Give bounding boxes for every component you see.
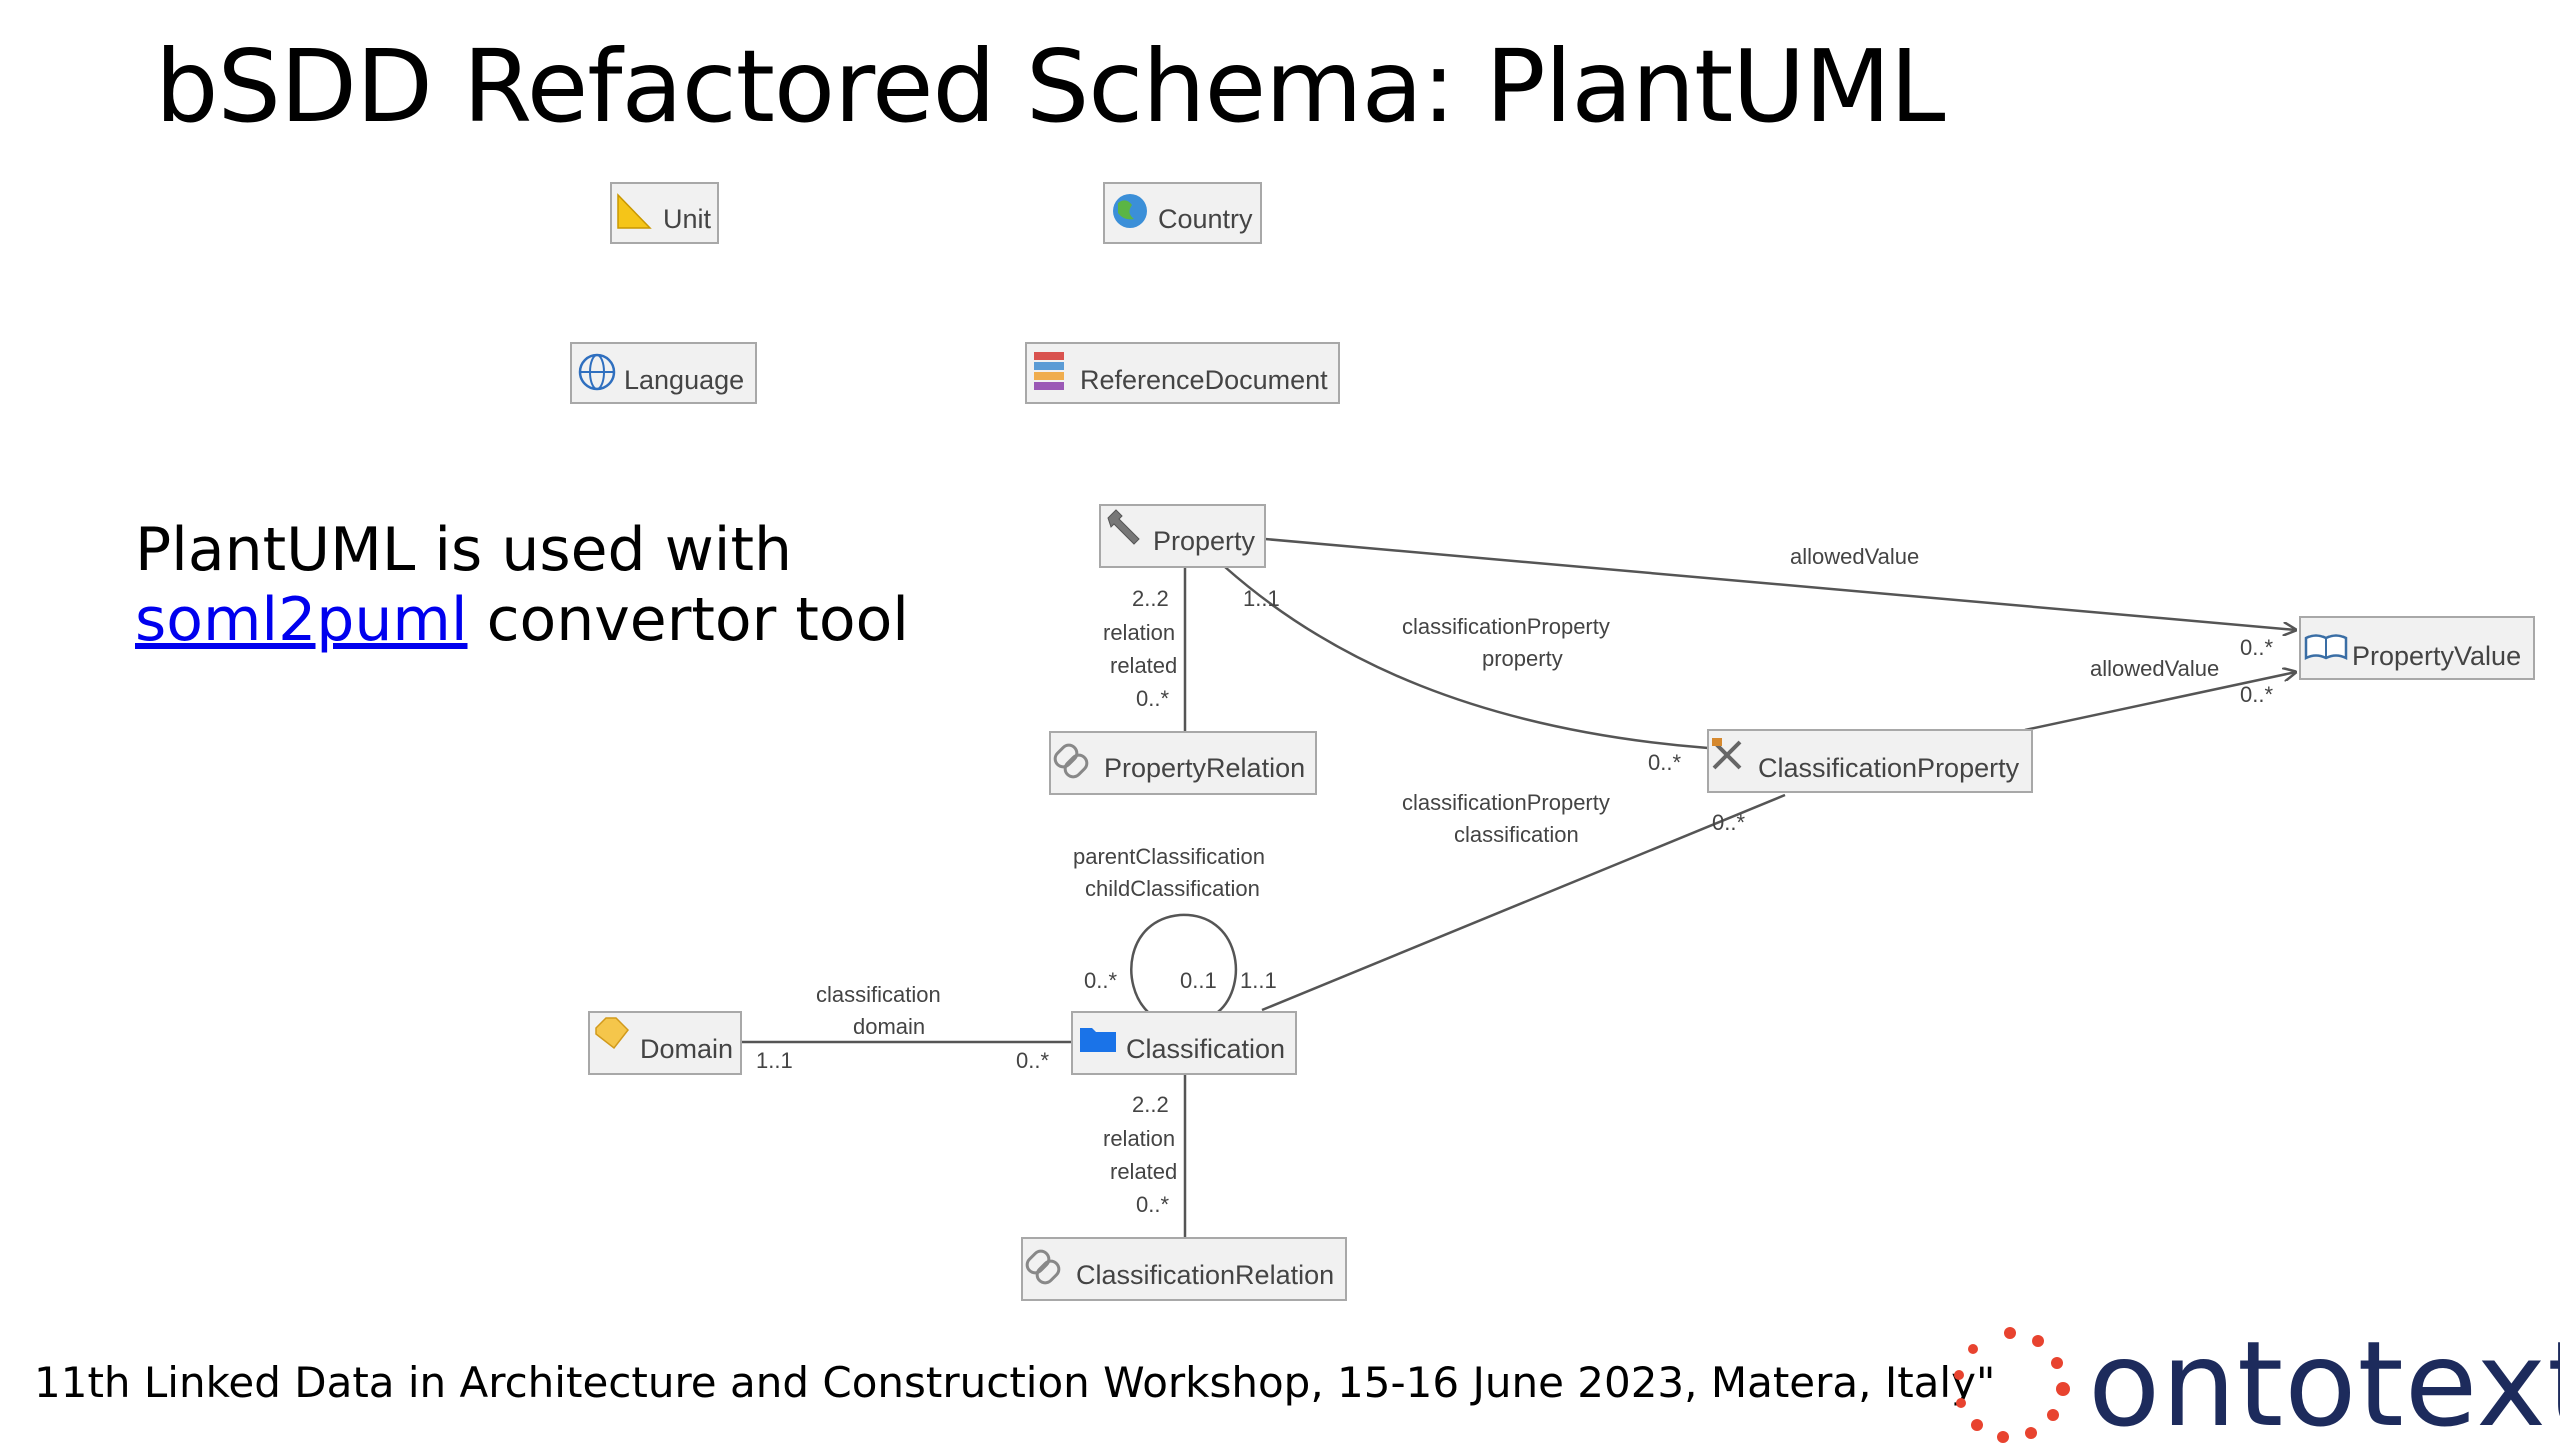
link-icon <box>1053 743 1089 779</box>
node-unit[interactable]: Unit <box>610 182 719 244</box>
intro-line-2-rest: convertor tool <box>467 585 909 655</box>
node-property-label: Property <box>1153 526 1256 556</box>
cp-property-mult-to: 0..* <box>1648 750 1681 775</box>
node-property-value-label: PropertyValue <box>2352 641 2521 671</box>
footer-text: 11th Linked Data in Architecture and Con… <box>34 1358 1996 1407</box>
node-unit-label: Unit <box>663 204 712 234</box>
domain-class-mult-to: 0..* <box>1016 1048 1049 1073</box>
node-reference-document[interactable]: ReferenceDocument <box>1025 342 1340 404</box>
allowed-value-mult-1: 0..* <box>2240 635 2273 660</box>
edge-labels: allowedValue 0..* allowedValue 0..* clas… <box>756 544 2273 1217</box>
node-classification-property-label: ClassificationProperty <box>1758 753 2020 783</box>
domain-class-label-2: domain <box>853 1014 925 1039</box>
plantuml-diagram: allowedValue 0..* allowedValue 0..* clas… <box>570 182 2535 1301</box>
wrench-icon <box>1107 509 1140 545</box>
class-relation-mult-bottom: 0..* <box>1136 1192 1169 1217</box>
domain-class-label-1: classification <box>816 982 941 1007</box>
parent-child-mult-b: 0..1 <box>1180 968 1217 993</box>
node-classification-label: Classification <box>1126 1034 1285 1064</box>
slide-title: bSDD Refactored Schema: PlantUML <box>155 28 1945 145</box>
edge-allowed-value-property <box>1264 537 2296 630</box>
edges <box>741 537 2296 1238</box>
node-language[interactable]: Language <box>570 342 757 404</box>
soml2puml-link[interactable]: soml2puml <box>135 585 468 655</box>
globe-grid-icon <box>578 353 616 391</box>
tools-icon <box>1712 738 1742 770</box>
parent-child-label-2: childClassification <box>1085 876 1260 901</box>
node-classification[interactable]: Classification <box>1071 1011 1297 1075</box>
property-relation-mult-bottom: 0..* <box>1136 686 1169 711</box>
allowed-value-mult-2: 0..* <box>2240 682 2273 707</box>
cp-classification-mult-from: 1..1 <box>1240 968 1277 993</box>
folder-icon <box>1080 1028 1116 1052</box>
node-domain[interactable]: Domain <box>588 1011 742 1075</box>
node-property[interactable]: Property <box>1099 504 1266 568</box>
node-property-relation-label: PropertyRelation <box>1104 753 1305 783</box>
ontotext-logo-text: ontotext <box>2088 1315 2560 1453</box>
node-classification-relation[interactable]: ClassificationRelation <box>1021 1237 1347 1301</box>
domain-class-mult-from: 1..1 <box>756 1048 793 1073</box>
class-relation-label-1: relation <box>1103 1126 1175 1151</box>
property-relation-label-2: related <box>1110 653 1177 678</box>
cp-classification-mult-to: 0..* <box>1712 810 1745 835</box>
node-country[interactable]: Country <box>1103 182 1262 244</box>
node-country-label: Country <box>1158 204 1253 234</box>
logo-dots <box>1954 1327 2070 1443</box>
parent-child-label-1: parentClassification <box>1073 844 1265 869</box>
cp-property-label-2: property <box>1482 646 1563 671</box>
intro-line-1: PlantUML is used with <box>135 515 793 585</box>
node-language-label: Language <box>624 365 744 395</box>
node-reference-document-label: ReferenceDocument <box>1080 365 1328 395</box>
property-relation-mult-top: 2..2 <box>1132 586 1169 611</box>
intro-text: PlantUML is used with soml2puml converto… <box>135 515 909 655</box>
allowed-value-label-1: allowedValue <box>1790 544 1919 569</box>
cp-classification-label-1: classificationProperty <box>1402 790 1610 815</box>
edge-parent-child-loop <box>1130 913 1238 1013</box>
node-classification-property[interactable]: ClassificationProperty <box>1707 729 2033 793</box>
cp-classification-label-2: classification <box>1454 822 1579 847</box>
edge-classification-classification-property <box>1261 793 1786 1012</box>
node-property-value[interactable]: PropertyValue <box>2299 616 2535 680</box>
node-classification-relation-label: ClassificationRelation <box>1076 1260 1334 1290</box>
ontotext-logo-mark <box>1954 1327 2070 1443</box>
class-relation-label-2: related <box>1110 1159 1177 1184</box>
link-icon <box>1025 1249 1061 1285</box>
books-icon <box>1034 352 1064 390</box>
cp-property-label-1: classificationProperty <box>1402 614 1610 639</box>
parent-child-mult-a: 0..* <box>1084 968 1117 993</box>
allowed-value-label-2: allowedValue <box>2090 656 2219 681</box>
edge-property-classification-property <box>1224 566 1709 750</box>
property-relation-label-1: relation <box>1103 620 1175 645</box>
book-icon <box>2304 634 2348 661</box>
globe-icon <box>1113 194 1147 228</box>
tag-icon <box>595 1017 629 1050</box>
ruler-icon <box>617 193 652 229</box>
node-property-relation[interactable]: PropertyRelation <box>1049 731 1317 795</box>
cp-property-mult-from: 1..1 <box>1243 586 1280 611</box>
node-domain-label: Domain <box>640 1034 733 1064</box>
class-relation-mult-top: 2..2 <box>1132 1092 1169 1117</box>
edge-allowed-value-classification-property <box>2024 672 2296 732</box>
intro-line-2: soml2puml convertor tool <box>135 585 909 655</box>
